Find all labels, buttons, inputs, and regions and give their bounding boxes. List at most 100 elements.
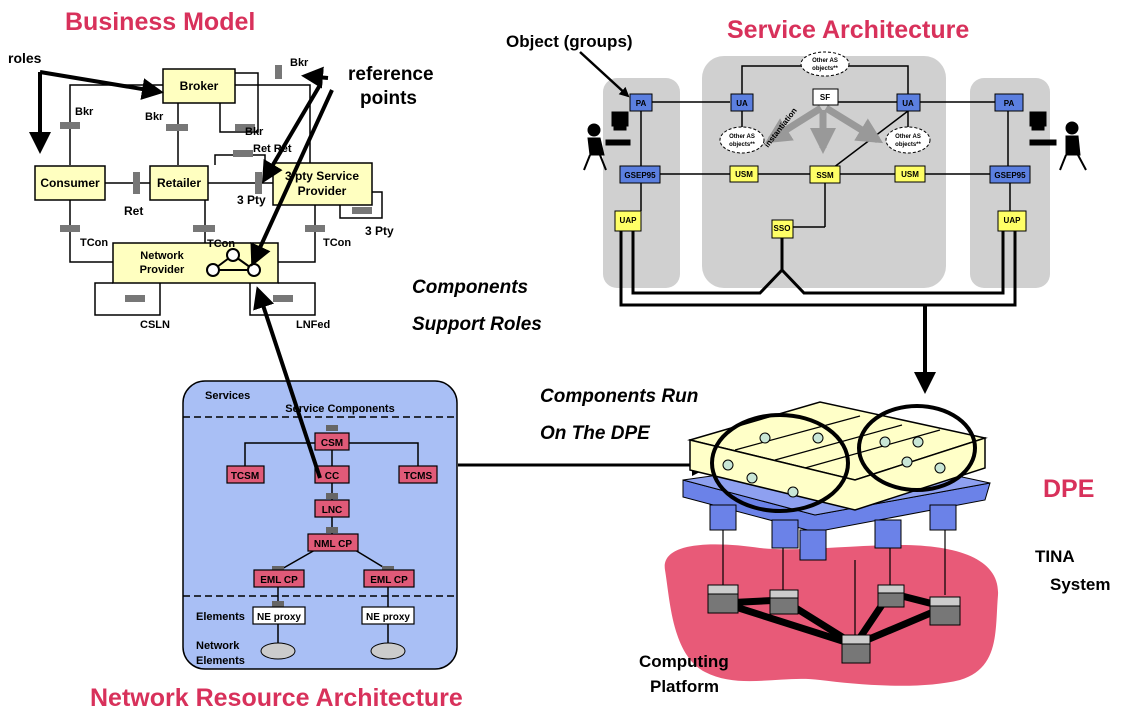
nml-cp-box [307, 533, 359, 552]
eml-cp-left-label: EML CP [260, 575, 298, 586]
sf-label: SF [820, 93, 830, 102]
cc-box [314, 465, 350, 484]
network-resource-architecture-title: Network Resource Architecture [90, 684, 463, 712]
lnfed-label: LNFed [296, 319, 330, 331]
pa-left-box [629, 93, 653, 112]
reference-point-arrow-top [301, 66, 329, 89]
bkr-label-center: Bkr [145, 111, 164, 123]
three-pty-loop-label: 3 Pty [365, 224, 394, 238]
cloud-right-line2: objects** [895, 142, 921, 148]
cc-label: CC [325, 471, 339, 482]
dpe-title: DPE [1043, 475, 1094, 503]
component-group-left [710, 413, 850, 513]
roles-arrow-broker [39, 70, 164, 100]
dpe-diagram: TINA System Computing Platform [639, 401, 1110, 696]
cloud-left-line2: objects** [729, 142, 755, 148]
ua-right-label: UA [902, 99, 914, 108]
sf-box [812, 88, 839, 106]
other-objects-cloud-left [719, 126, 765, 154]
retailer-node [149, 165, 209, 201]
usm-right-box [894, 165, 926, 183]
network-element-right [370, 642, 406, 660]
broker-label: Broker [180, 79, 219, 93]
pa-right-box [994, 93, 1024, 112]
business-model-title: Business Model [65, 8, 255, 36]
user-workstation-left-icon [583, 111, 631, 171]
cloud-top-line2: objects** [812, 66, 838, 72]
computing-platform-label-line2: Platform [650, 677, 719, 696]
tcms-label: TCMS [404, 471, 433, 482]
tcon-label-center: TCon [207, 238, 235, 250]
gsep-right-label: GSEP95 [994, 171, 1026, 180]
bkr-label-right: Bkr [245, 126, 264, 138]
gsep-right-box [989, 165, 1031, 184]
bkr-label-top: Bkr [290, 57, 309, 69]
tcon-label-right: TCon [323, 237, 351, 249]
tcms-box [398, 465, 438, 484]
reference-points-label-line1: reference [348, 64, 434, 85]
ne-proxy-right-label: NE proxy [366, 612, 410, 623]
reference-point-arrow-network [250, 89, 334, 267]
ne-proxy-right-box [361, 606, 415, 625]
service-architecture-title: Service Architecture [727, 16, 969, 44]
csln-label: CSLN [140, 319, 170, 331]
computing-platform-blob [664, 544, 999, 686]
ua-left-label: UA [736, 99, 748, 108]
third-party-label-line2: Provider [298, 184, 347, 198]
cc-to-network-provider-arrow [253, 286, 322, 479]
tcsm-label: TCSM [231, 471, 259, 482]
ssm-label: SSM [816, 171, 834, 180]
eml-cp-left-box [253, 569, 305, 588]
tina-system-label-line1: TINA [1035, 547, 1075, 566]
components-support-label-line2: Support Roles [412, 314, 542, 335]
network-element-left [260, 642, 296, 660]
eml-cp-right-box [363, 569, 415, 588]
lnc-label: LNC [322, 505, 343, 516]
components-run-label-line1: Components Run [540, 386, 698, 407]
pa-right-label: PA [1004, 99, 1015, 108]
object-groups-label: Object (groups) [506, 32, 633, 51]
other-objects-cloud-top [800, 51, 850, 77]
three-pty-label: 3 Pty [237, 193, 266, 207]
tina-system-label-line2: System [1050, 575, 1110, 594]
user-workstation-right-icon [1029, 111, 1087, 171]
ssm-box [809, 165, 841, 184]
network-elements-label-line2: Elements [196, 655, 245, 667]
uap-right-box [997, 210, 1027, 232]
consumer-node [34, 165, 106, 201]
usm-left-box [729, 165, 759, 183]
reference-point-arrow-3pty [261, 83, 322, 184]
computing-platform-label-line1: Computing [639, 652, 729, 671]
network-resource-diagram: Services Service Components [182, 380, 458, 670]
network-triangle [206, 248, 261, 277]
computing-nodes [707, 584, 961, 664]
service-architecture-diagram: instantiation Other AS objects** Other A… [506, 32, 1087, 394]
gsep-left-box [619, 165, 661, 184]
ne-proxy-left-label: NE proxy [257, 612, 301, 623]
third-party-label-line1: 3 pty Service [285, 169, 359, 183]
broker-node [162, 68, 236, 104]
tcsm-box [226, 465, 265, 484]
usm-right-label: USM [901, 170, 919, 179]
ua-right-box [896, 93, 921, 112]
other-objects-cloud-right [885, 126, 931, 154]
network-provider-label-line2: Provider [140, 264, 185, 276]
pa-left-label: PA [636, 99, 647, 108]
nml-cp-label: NML CP [314, 539, 352, 550]
reference-points-label-line2: points [360, 88, 417, 109]
components-run-label-line2: On The DPE [540, 423, 651, 444]
cloud-top-line1: Other AS [812, 58, 838, 64]
cloud-right-line1: Other AS [895, 134, 921, 140]
service-components-label: Service Components [285, 403, 394, 415]
gsep-left-label: GSEP95 [624, 171, 656, 180]
csm-label: CSM [321, 438, 343, 449]
usm-left-label: USM [735, 170, 753, 179]
network-resource-panel [182, 380, 458, 670]
uap-right-label: UAP [1004, 216, 1022, 225]
eml-cp-right-label: EML CP [370, 575, 408, 586]
ret-label: Ret [124, 204, 143, 218]
retailer-label: Retailer [157, 176, 201, 190]
tcon-label-left: TCon [80, 237, 108, 249]
ne-proxy-left-box [252, 606, 306, 625]
